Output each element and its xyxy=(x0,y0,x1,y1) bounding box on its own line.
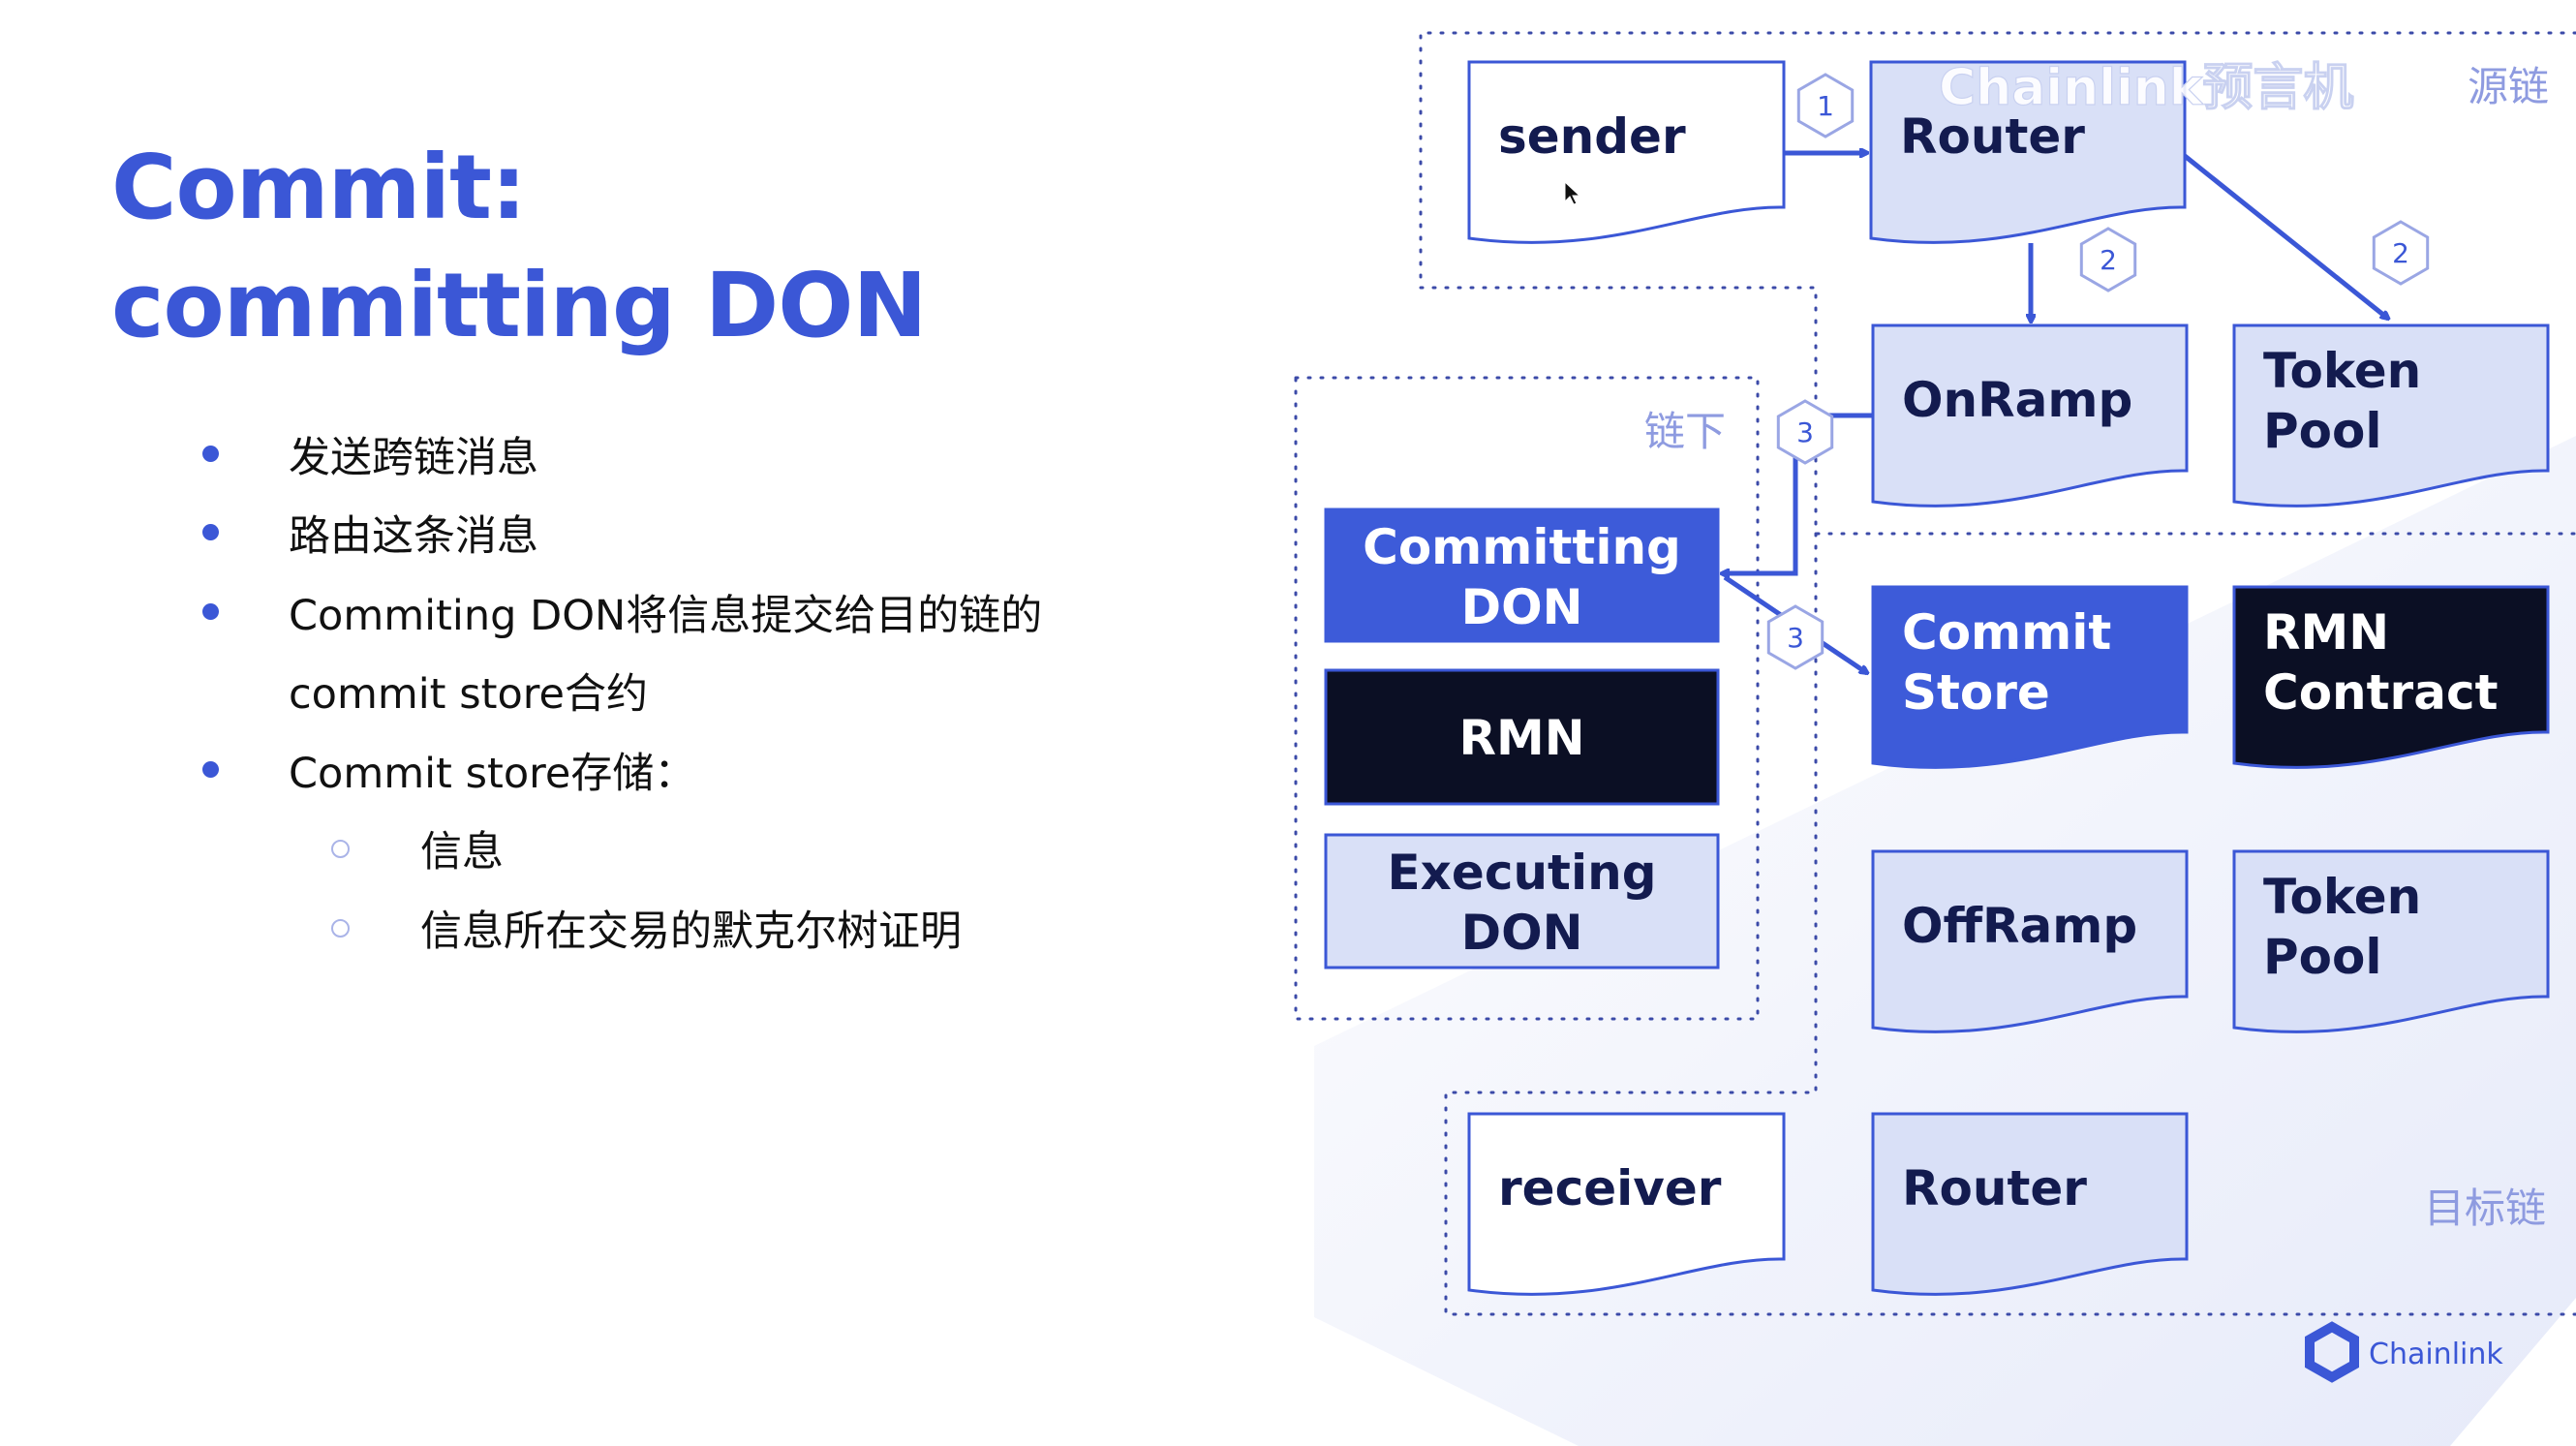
box-label: RMN xyxy=(2263,604,2389,661)
step-number: 2 xyxy=(2100,244,2117,276)
box-label: Executing xyxy=(1388,845,1657,901)
watermark: Chainlink预言机 xyxy=(1939,59,2353,117)
bullet-item: Commiting DON将信息提交给目的链的 xyxy=(289,592,1043,640)
offchain-zone xyxy=(1294,376,1760,1021)
box-sender: sender xyxy=(1467,60,1786,244)
box-router-dst: Router xyxy=(1871,1112,2189,1296)
box-receiver: receiver xyxy=(1467,1112,1786,1296)
box-shape xyxy=(1324,668,1720,806)
bullet-item-continued: commit store合约 xyxy=(289,670,648,719)
chainlink-logo: Chainlink xyxy=(2305,1321,2503,1383)
box-label: OnRamp xyxy=(1902,372,2132,428)
hexagon-icon xyxy=(1766,604,1825,670)
bullet-dot xyxy=(202,603,219,620)
box-shape xyxy=(1871,1112,2189,1296)
box-label: sender xyxy=(1498,108,1686,165)
step-badge: 2 xyxy=(2372,220,2430,286)
box-label: Router xyxy=(1900,108,2085,165)
box-label: RMN xyxy=(1458,710,1584,766)
hexagon-icon xyxy=(1796,73,1855,138)
hexagon-icon xyxy=(1776,399,1834,465)
hexagon-icon xyxy=(2079,227,2137,292)
box-label: DON xyxy=(1461,905,1583,961)
sub-bullet-item: 信息 xyxy=(420,828,504,877)
slide-title-line2: committing DON xyxy=(111,254,927,357)
box-shape xyxy=(2232,323,2550,508)
step-badge: 2 xyxy=(2079,227,2137,292)
box-onramp: OnRamp xyxy=(1871,323,2189,508)
box-label: Token xyxy=(2263,343,2421,399)
box-label: Token xyxy=(2263,869,2421,925)
box-label: Committing xyxy=(1363,519,1681,575)
hexagon-icon xyxy=(2372,220,2430,286)
slide-title-line1: Commit: xyxy=(111,136,527,239)
box-shape xyxy=(1324,833,1720,969)
bullet-item: 发送跨链消息 xyxy=(289,434,538,482)
zone-label-source: 源链 xyxy=(2468,63,2549,110)
sub-bullet-item: 信息所在交易的默克尔树证明 xyxy=(420,908,962,956)
box-shape xyxy=(1871,585,2189,769)
chainlink-logo-text: Chainlink xyxy=(2369,1338,2503,1371)
bullet-item: 路由这条消息 xyxy=(289,512,538,561)
zone-label-offchain: 链下 xyxy=(1644,408,1726,455)
box-shape xyxy=(1869,60,2187,244)
box-router-src: Router xyxy=(1869,60,2187,244)
bullet-dot xyxy=(202,761,219,778)
box-label: Pool xyxy=(2263,929,2382,985)
box-label: receiver xyxy=(1498,1160,1722,1216)
arrow-onramp-committing-don xyxy=(1722,413,1873,573)
box-label: Contract xyxy=(2263,664,2498,721)
chainlink-hexagon-icon xyxy=(2305,1321,2359,1383)
box-shape xyxy=(1871,849,2189,1033)
step-number: 1 xyxy=(1817,90,1834,122)
box-label: DON xyxy=(1461,579,1583,635)
step-badge: 3 xyxy=(1766,604,1825,670)
step-number: 2 xyxy=(2392,237,2409,269)
box-label: Store xyxy=(1902,664,2050,721)
box-label: Pool xyxy=(2263,403,2382,459)
step-number: 3 xyxy=(1796,416,1814,448)
arrow-router-tokenpool xyxy=(2183,154,2388,319)
step-badge: 3 xyxy=(1776,399,1834,465)
box-offramp: OffRamp xyxy=(1871,849,2189,1033)
source-chain-zone xyxy=(1419,31,2576,536)
step-number: 3 xyxy=(1787,622,1804,654)
step-badge: 1 xyxy=(1796,73,1855,138)
mouse-cursor-icon xyxy=(1564,180,1581,205)
box-label: OffRamp xyxy=(1902,898,2137,954)
box-label: Commit xyxy=(1902,604,2111,661)
sub-bullet-circle xyxy=(331,840,350,858)
box-shape xyxy=(1324,508,1720,643)
box-shape xyxy=(1467,60,1786,244)
sub-bullet-circle xyxy=(331,919,350,938)
box-shape xyxy=(2232,849,2550,1033)
box-shape xyxy=(2232,585,2550,769)
bullet-dot xyxy=(202,446,219,462)
bullet-item: Commit store存储： xyxy=(289,750,696,798)
box-shape xyxy=(1871,323,2189,508)
box-shape xyxy=(1467,1112,1786,1296)
box-label: Router xyxy=(1902,1160,2087,1216)
box-rmn: RMN xyxy=(1324,668,1720,806)
zone-label-destination: 目标链 xyxy=(2424,1184,2546,1232)
bullet-dot xyxy=(202,524,219,540)
